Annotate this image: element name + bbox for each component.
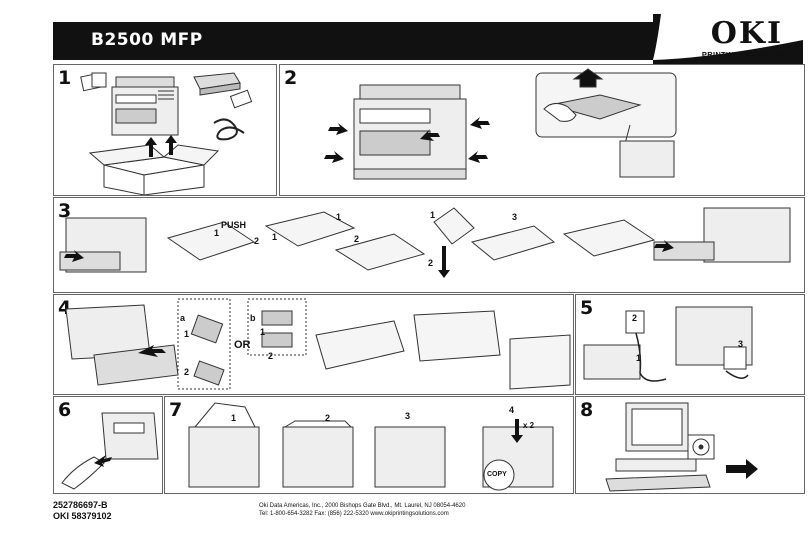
product-title: B2500 MFP [91,30,203,50]
arrow-icon [94,455,112,467]
contact-info: Tel: 1-800-654-3282 Fax: (856) 222-5320 … [259,511,449,517]
arrow-icon [138,345,166,357]
hand-icon [543,103,577,122]
footer-part-numbers: 252786697-B OKI 58379102 [53,500,112,522]
step-5-panel: 5 1 2 3 [575,294,805,395]
callout-number: 2 [184,367,190,377]
callout-number: 3 [512,212,518,222]
install-software-illustration [605,402,758,492]
manual-icon [80,72,107,92]
cable-icon [635,332,749,382]
push-label: PUSH [221,220,247,230]
connect-cables-illustration [583,306,753,382]
option-b-label: b [250,313,256,323]
computer-icon [605,402,711,492]
arrow-icon [726,459,758,479]
load-paper-illustration [59,207,791,278]
scanner-detail-icon [535,68,677,178]
part-number: 252786697-B [53,500,108,510]
callout-number: 2 [254,236,260,246]
option-a-box [177,298,231,390]
hand-icon [61,456,105,490]
printer-icon [353,84,467,180]
callout-number: 2 [325,413,331,423]
callout-number: 1 [336,212,342,222]
copy-button-icon [483,459,515,491]
callout-number: 2 [268,351,274,361]
copy-count-label: x 2 [523,421,535,430]
step-4-panel: 4 a b OR 1 2 1 2 [53,294,574,395]
control-panel-icon [101,412,159,460]
printer-icon [59,217,147,273]
copy-label: COPY [487,471,507,478]
logo-swoosh-icon [653,14,803,68]
arrow-icon [145,135,177,157]
header-bar: B2500 MFP OKI PRINTING SOLUTIONS [53,14,803,68]
step-number: 6 [58,399,72,421]
callout-number: 1 [272,232,278,242]
option-b-box [247,298,307,356]
printer-icon [188,402,554,488]
cd-icon [229,89,253,109]
toner-icon [190,310,293,386]
step-number: 5 [580,297,594,319]
tray-icon [166,207,656,271]
callout-number: 1 [636,353,642,363]
printer-icon [65,304,179,386]
logo-tagline: PRINTING SOLUTIONS [701,50,789,59]
arrow-icon [324,117,490,163]
printer-icon [315,310,571,390]
printer-icon [111,76,179,136]
option-a-label: a [180,313,186,323]
step-6-panel: 6 [53,396,163,494]
step-number: 3 [58,200,72,222]
logo-word: OKI [710,16,783,51]
callout-number: 1 [184,329,190,339]
callout-number: 2 [354,234,360,244]
footer-contact: Oki Data Americas, Inc., 2000 Bishops Ga… [259,502,465,518]
callout-number: 1 [430,210,436,220]
step-number: 7 [169,399,183,421]
oki-number: OKI 58379102 [53,511,112,521]
step-number: 8 [580,399,594,421]
remove-tape-illustration [324,68,677,180]
arrow-icon [511,419,523,443]
step-number: 1 [58,67,72,89]
step-number: 2 [284,67,298,89]
or-label: OR [234,339,251,351]
step-3-panel: 3 PUSH 1 2 1 1 2 1 2 3 [53,197,805,293]
callout-number: 2 [428,258,434,268]
step-7-panel: 7 1 2 3 4 x 2 COPY [164,396,574,494]
printer-icon [653,207,791,263]
first-copy-illustration [188,402,554,491]
callout-number: 1 [260,327,266,337]
callout-number: 4 [509,405,515,415]
cd-icon [687,434,715,460]
toner-icon [193,72,241,96]
phone-jack-icon [625,310,747,370]
callout-number: 1 [231,413,237,423]
step-2-panel: 2 [279,64,805,196]
step-8-panel: 8 [575,396,805,494]
cable-icon [213,118,245,141]
callout-number: 1 [214,228,220,238]
callout-number: 3 [405,411,411,421]
arrow-icon [64,240,674,278]
callout-number: 3 [738,339,744,349]
oki-logo: OKI PRINTING SOLUTIONS [653,14,803,68]
step-1-panel: 1 [53,64,277,196]
control-panel-illustration [61,412,159,490]
unpack-illustration [80,72,253,195]
install-cartridge-illustration [65,298,571,390]
company-address: Oki Data Americas, Inc., 2000 Bishops Ga… [259,503,466,509]
box-icon [88,144,220,195]
callout-number: 2 [632,313,638,323]
